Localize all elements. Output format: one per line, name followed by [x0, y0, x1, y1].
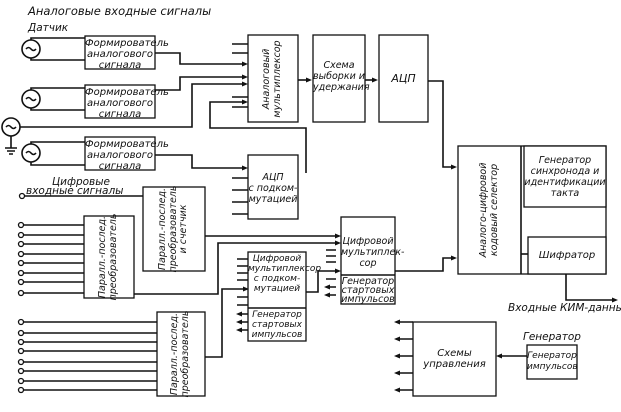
label-line: Паралл.-послед. [157, 187, 168, 271]
box-control [412, 321, 497, 397]
box-adc [378, 34, 429, 123]
box-sync-gen [523, 145, 607, 208]
label-line: выборки и [313, 71, 365, 82]
label-line: синхронода и [530, 166, 600, 177]
label-line: Формирователь [85, 38, 169, 49]
arrowheads [236, 61, 618, 393]
diagram-title: Аналоговые входные сигналы [28, 4, 212, 18]
generator-caption: Генератор [523, 331, 581, 343]
label-adc-subcomm: АЦП с подком- мутацией [248, 172, 298, 205]
label-line: Шифратор [538, 250, 596, 261]
label-line: Формирователь [85, 139, 169, 150]
label-line: с подком- [248, 183, 298, 194]
label-control: Схемы управления [413, 348, 496, 370]
label-line: импульсов [341, 294, 395, 305]
label-line: сигнала [98, 161, 142, 172]
label-line: такта [550, 188, 580, 199]
box-par-ser-2 [156, 311, 206, 397]
digital-input-terminals [17, 192, 157, 394]
label-line: удержания [313, 82, 370, 93]
label-line: Паралл.-послед. [169, 312, 180, 396]
label-line: аналогового [86, 49, 154, 60]
box-shaper-2 [84, 84, 156, 119]
box-shaper-3 [84, 136, 156, 171]
label-line: АЦП [391, 72, 416, 85]
box-analog-mux [247, 34, 299, 123]
label-line: Схемы [437, 348, 472, 359]
label-line: аналогового [86, 98, 154, 109]
label-adc: АЦП [379, 73, 428, 84]
box-adc-subcomm [247, 154, 299, 220]
label-line: мультиплек- [341, 247, 405, 258]
digital-inputs-caption-1: Цифровые [52, 176, 110, 188]
label-analog-mux: Аналоговый мультиплексор [261, 29, 284, 129]
label-par-ser-2: Паралл.-послед. преобразователь [169, 304, 192, 404]
label-line: Цифровой [342, 236, 394, 247]
box-shaper-1 [84, 35, 156, 70]
label-line: мультиплексор [248, 264, 322, 274]
label-line: Аналого-цифровой [478, 162, 489, 258]
label-digital-mux-sub: Цифровой мультиплексор с подком- мутацие… [248, 254, 322, 294]
label-line: мутацией [253, 284, 301, 294]
label-line: Паралл.-послед. [97, 215, 108, 299]
sensor-icon-1 [21, 39, 41, 59]
label-pulse-gen: Генератор импульсов [527, 351, 578, 373]
label-line: стартовых [341, 285, 395, 296]
box-encoder [527, 236, 607, 275]
label-line: сигнала [98, 60, 142, 71]
label-line: Генератор [538, 155, 592, 166]
ground-icon [5, 136, 17, 155]
sensor-icon-2 [21, 89, 41, 109]
label-start-gen-2: Генератор стартовых импульсов [341, 276, 395, 305]
label-line: импульсов [527, 362, 578, 372]
label-line: стартовых [252, 320, 302, 330]
label-line: управления [423, 359, 486, 370]
label-sample-hold: Схема выборки и удержания [313, 60, 370, 93]
digital-inputs-caption-2: входные сигналы [26, 185, 124, 197]
sensor-caption: Датчик [28, 22, 69, 34]
label-line: АЦП [262, 172, 284, 183]
label-line: мутацией [248, 194, 298, 205]
label-shaper-3: Формирователь аналогового сигнала [85, 139, 169, 172]
box-sample-hold [312, 34, 366, 123]
label-par-ser-counter: Паралл.-послед. преобразователь и счетчи… [157, 179, 190, 279]
box-digital-mux-sub [247, 251, 307, 342]
box-par-ser-counter [142, 186, 206, 272]
sensor-icon-3 [1, 117, 21, 137]
label-line: с подком- [253, 274, 301, 284]
label-start-gen-1: Генератор стартовых импульсов [248, 310, 306, 340]
label-line: сор [359, 258, 377, 269]
label-line: преобразователь [179, 310, 191, 398]
label-encoder: Шифратор [528, 250, 606, 261]
box-digital-mux [340, 216, 396, 305]
label-line: Схема [323, 60, 355, 71]
label-line: импульсов [251, 330, 303, 340]
box-pulse-gen [526, 344, 578, 380]
label-selector: Аналого-цифровой кодовый селектор [478, 150, 501, 270]
label-shaper-2: Формирователь аналогового сигнала [85, 87, 169, 120]
label-line: Генератор [527, 351, 577, 361]
label-sync-gen: Генератор синхронода и идентификации так… [524, 155, 606, 199]
label-line: преобразователь [107, 213, 119, 301]
label-line: Генератор [252, 310, 302, 320]
label-shaper-1: Формирователь аналогового сигнала [85, 38, 169, 71]
label-line: мультиплексор [271, 40, 283, 118]
label-line: аналогового [86, 150, 154, 161]
label-line: Цифровой [252, 254, 302, 264]
box-par-ser-1 [83, 215, 135, 299]
output-caption: Входные КИМ-данные [508, 302, 621, 314]
sensor-icon-4 [21, 143, 41, 163]
label-line: Генератор [341, 276, 395, 287]
label-line: сигнала [98, 109, 142, 120]
label-line: кодовый селектор [488, 163, 500, 257]
label-line: и счетчик [178, 204, 189, 254]
label-par-ser-1: Паралл.-послед. преобразователь [97, 207, 120, 307]
label-line: идентификации [524, 177, 606, 188]
label-line: Формирователь [85, 87, 169, 98]
label-line: Аналоговый [261, 48, 272, 110]
label-digital-mux: Цифровой мультиплек- сор [341, 236, 405, 269]
